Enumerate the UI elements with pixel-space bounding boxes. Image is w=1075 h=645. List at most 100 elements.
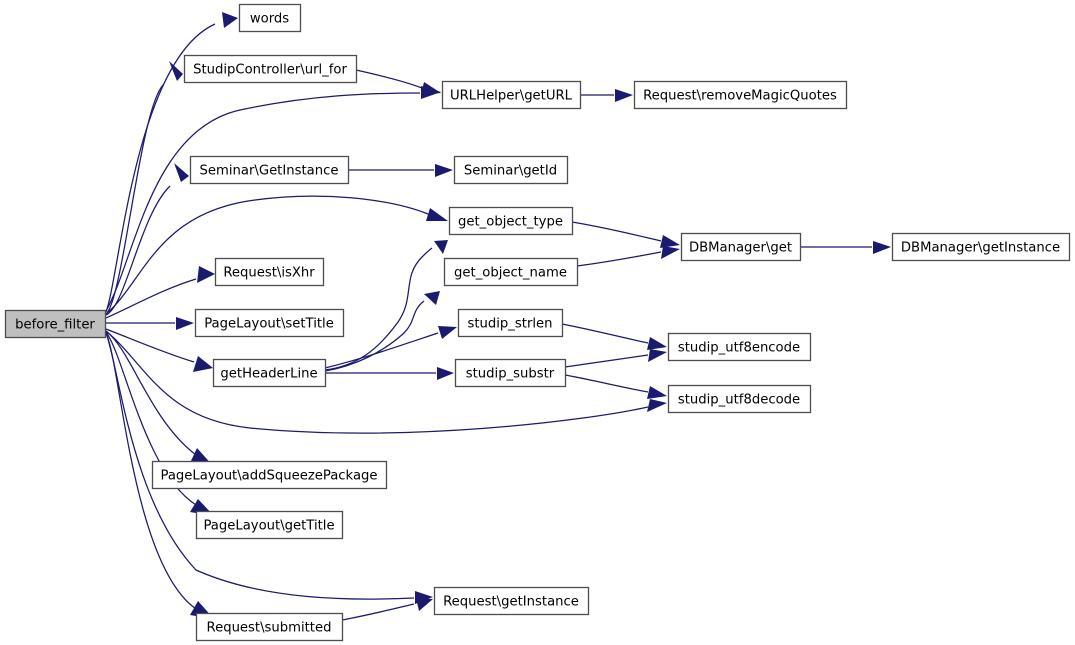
edge-line xyxy=(105,278,197,319)
node-box[interactable] xyxy=(183,54,358,84)
arrowhead-icon xyxy=(222,12,238,28)
node-label: Seminar\getId xyxy=(464,164,557,179)
call-edge xyxy=(324,326,457,369)
call-edge xyxy=(106,317,194,330)
node-box[interactable] xyxy=(680,232,802,262)
node-label: PageLayout\getTitle xyxy=(203,519,334,534)
arrowhead-icon xyxy=(647,399,667,412)
graph-node-getURL[interactable]: URLHelper\getURL xyxy=(441,80,582,110)
node-box[interactable] xyxy=(238,3,302,33)
edge-line xyxy=(105,195,429,315)
graph-node-submitted[interactable]: Request\submitted xyxy=(195,612,344,642)
graph-node-before_filter[interactable]: before_filter xyxy=(4,309,107,339)
graph-node-get_object_type[interactable]: get_object_type xyxy=(448,206,574,236)
node-label: Request\isXhr xyxy=(223,266,315,281)
edge-line xyxy=(105,185,171,316)
node-label: studip_utf8decode xyxy=(678,393,800,408)
call-edge xyxy=(800,241,891,254)
call-edge xyxy=(571,221,680,248)
call-edge xyxy=(564,374,667,399)
call-edge xyxy=(341,598,433,621)
graph-node-GetInstance[interactable]: Seminar\GetInstance xyxy=(189,155,350,185)
edge-line xyxy=(105,331,197,506)
node-box[interactable] xyxy=(194,308,345,338)
graph-node-setTitle[interactable]: PageLayout\setTitle xyxy=(194,308,345,338)
graph-node-studip_strlen[interactable]: studip_strlen xyxy=(457,308,564,338)
graph-node-getId[interactable]: Seminar\getId xyxy=(453,155,569,185)
graph-node-addSqueezePackage[interactable]: PageLayout\addSqueezePackage xyxy=(151,460,388,490)
edge-line xyxy=(106,84,164,314)
call-edge xyxy=(561,323,667,350)
edge-line xyxy=(324,300,425,372)
node-box[interactable] xyxy=(667,384,812,414)
arrowhead-icon xyxy=(647,337,667,350)
call-edge xyxy=(355,69,441,95)
graph-node-getInstanceReq[interactable]: Request\getInstance xyxy=(433,586,590,616)
node-box[interactable] xyxy=(189,155,350,185)
arrowhead-icon xyxy=(437,367,454,380)
node-label: studip_strlen xyxy=(468,317,553,332)
call-edge xyxy=(580,89,633,102)
graph-node-studip_substr[interactable]: studip_substr xyxy=(454,358,567,388)
node-box[interactable] xyxy=(212,358,327,388)
call-edge xyxy=(105,12,238,313)
arrowhead-icon xyxy=(169,61,183,81)
node-label: Request\removeMagicQuotes xyxy=(643,89,837,104)
graph-node-url_for[interactable]: StudipController\url_for xyxy=(183,54,358,84)
graph-node-get_object_name[interactable]: get_object_name xyxy=(443,257,579,287)
node-box[interactable] xyxy=(667,332,812,362)
call-edge xyxy=(105,328,213,372)
graph-node-getHeaderLine[interactable]: getHeaderLine xyxy=(212,358,327,388)
node-box[interactable] xyxy=(151,460,388,490)
node-label: DBManager\getInstance xyxy=(901,241,1060,256)
call-edge xyxy=(105,195,448,315)
graph-node-removeMagicQuotes[interactable]: Request\removeMagicQuotes xyxy=(633,80,848,110)
node-label: DBManager\get xyxy=(689,241,792,256)
node-box[interactable] xyxy=(891,232,1071,262)
node-box[interactable] xyxy=(448,206,574,236)
node-box[interactable] xyxy=(453,155,569,185)
call-edge xyxy=(324,291,440,372)
graph-node-utf8encode[interactable]: studip_utf8encode xyxy=(667,332,812,362)
node-label: URLHelper\getURL xyxy=(450,89,573,104)
node-box[interactable] xyxy=(433,586,590,616)
graph-node-utf8decode[interactable]: studip_utf8decode xyxy=(667,384,812,414)
node-label: studip_substr xyxy=(466,367,555,382)
node-label: get_object_name xyxy=(454,266,567,281)
arrowhead-icon xyxy=(421,82,441,95)
graph-node-dbget[interactable]: DBManager\get xyxy=(680,232,802,262)
call-edge xyxy=(105,330,667,434)
arrowhead-icon xyxy=(660,235,680,248)
node-label: Request\getInstance xyxy=(443,595,579,610)
node-layer: before_filter wordsStudipController\url_f… xyxy=(4,3,1071,642)
call-edge xyxy=(105,266,215,319)
node-label: PageLayout\setTitle xyxy=(204,317,334,332)
node-label: Request\submitted xyxy=(207,621,332,636)
node-box[interactable] xyxy=(457,308,564,338)
arrowhead-icon xyxy=(434,240,448,254)
edge-line xyxy=(571,221,662,242)
graph-node-isXhr[interactable]: Request\isXhr xyxy=(214,257,325,287)
node-box[interactable] xyxy=(195,510,344,540)
node-box[interactable] xyxy=(195,612,344,642)
call-edge xyxy=(348,164,453,177)
graph-node-dbgetInstance[interactable]: DBManager\getInstance xyxy=(891,232,1071,262)
arrowhead-icon xyxy=(615,89,633,102)
node-box[interactable] xyxy=(4,309,107,339)
arrowhead-icon xyxy=(435,164,453,177)
arrowhead-icon xyxy=(438,326,457,339)
edge-line xyxy=(105,330,197,456)
graph-node-words[interactable]: words xyxy=(238,3,302,33)
edge-line xyxy=(561,323,649,344)
node-box[interactable] xyxy=(441,80,582,110)
node-box[interactable] xyxy=(443,257,579,287)
node-label: words xyxy=(250,12,289,27)
node-box[interactable] xyxy=(633,80,848,110)
call-edge xyxy=(325,367,454,380)
arrowhead-icon xyxy=(193,356,213,372)
call-edge xyxy=(564,349,667,368)
node-box[interactable] xyxy=(454,358,567,388)
node-box[interactable] xyxy=(214,257,325,287)
graph-node-getTitle[interactable]: PageLayout\getTitle xyxy=(195,510,344,540)
